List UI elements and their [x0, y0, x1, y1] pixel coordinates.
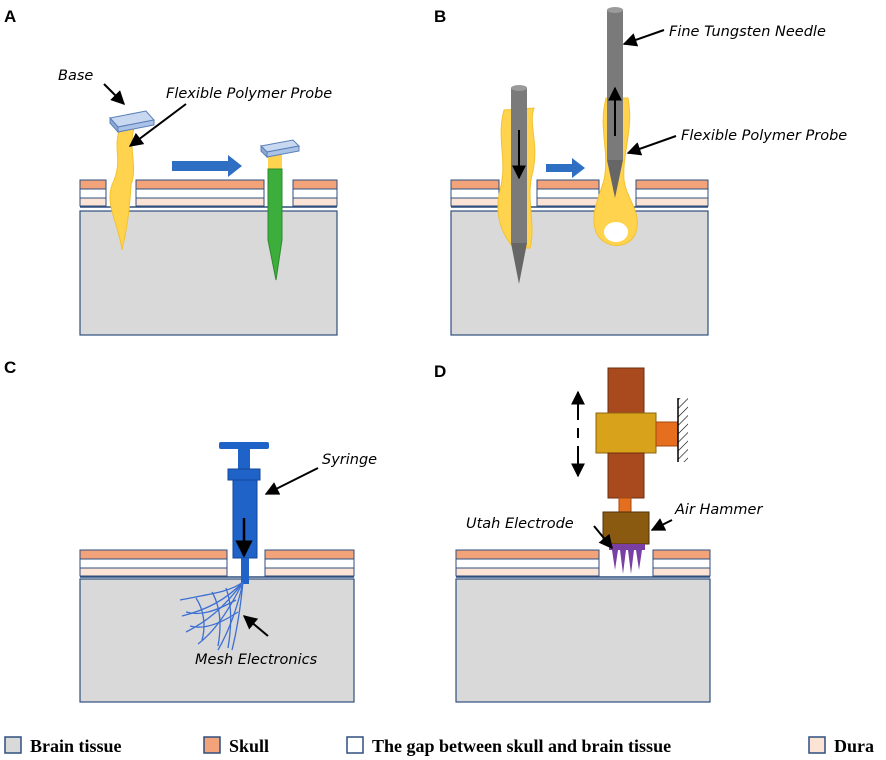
legend-item-dura: Dura — [808, 736, 874, 756]
brain-tissue — [455, 578, 711, 703]
brain-tissue — [79, 578, 355, 703]
air-hammer — [602, 511, 650, 545]
tungsten-needle — [511, 85, 527, 284]
gap-layer — [450, 188, 500, 199]
probe-label: Flexible Polymer Probe — [166, 86, 332, 102]
gap-layer — [652, 558, 711, 569]
panel-c: C — [4, 358, 377, 703]
mesh-callout-line — [242, 615, 269, 637]
utah-label: Utah Electrode — [466, 516, 574, 532]
gap-layer — [292, 188, 338, 199]
legend-label: The gap between skull and brain tissue — [372, 736, 671, 756]
panel-b: B — [434, 7, 847, 336]
panel-d-tissue — [455, 549, 711, 703]
needle-label: Fine Tungsten Needle — [669, 24, 826, 40]
brain-tissue — [450, 210, 709, 336]
legend-swatch — [4, 736, 22, 754]
dura-layer — [79, 197, 107, 207]
gap-layer — [635, 188, 709, 199]
panel-c-letter: C — [4, 358, 16, 377]
panel-a-letter: A — [4, 7, 16, 26]
process-arrow — [546, 158, 585, 178]
dura-layer — [455, 567, 600, 577]
probe-label: Flexible Polymer Probe — [681, 128, 847, 144]
skull-layer — [652, 549, 711, 560]
dura-layer — [635, 197, 709, 207]
panel-c-tissue — [79, 549, 355, 703]
tungsten-needle-withdrawn — [607, 7, 623, 198]
base-callout-line — [103, 83, 125, 105]
skull-layer — [79, 179, 107, 190]
skull-layer — [635, 179, 709, 190]
legend-item-gap: The gap between skull and brain tissue — [346, 736, 671, 756]
panel-a-tissue — [79, 179, 338, 336]
legend-item-skull: Skull — [203, 736, 269, 756]
needle-callout-line — [622, 29, 665, 47]
panel-a: A — [4, 7, 338, 336]
gap-layer — [79, 558, 228, 569]
probe-callout-line — [626, 135, 677, 156]
dura-layer — [450, 197, 500, 207]
legend-swatch — [346, 736, 364, 754]
base-block — [109, 110, 155, 134]
legend-swatch — [203, 736, 221, 754]
legend-label: Dura — [834, 736, 874, 756]
dura-layer — [292, 197, 338, 207]
wall-hatch — [678, 398, 688, 462]
dura-layer — [652, 567, 711, 577]
gap-layer — [455, 558, 600, 569]
legend: Brain tissue Skull The gap between skull… — [4, 736, 874, 756]
panel-d-letter: D — [434, 362, 446, 381]
utah-electrode — [609, 544, 645, 574]
panel-d: D — [434, 362, 763, 703]
gap-layer — [79, 188, 107, 199]
utah-callout-line — [593, 525, 613, 550]
dura-layer — [264, 567, 355, 577]
skull-layer — [536, 179, 600, 190]
skull-layer — [135, 179, 265, 190]
syringe-label: Syringe — [322, 452, 377, 468]
dura-layer — [135, 197, 265, 207]
gap-layer — [264, 558, 355, 569]
gap-layer — [135, 188, 265, 199]
panel-b-tissue — [450, 179, 709, 336]
air-hammer-assembly — [595, 367, 688, 545]
syringe-callout-line — [264, 467, 319, 495]
legend-label: Brain tissue — [30, 736, 122, 756]
flexible-probe — [109, 127, 135, 251]
process-arrow — [172, 155, 242, 177]
skull-layer — [79, 549, 228, 560]
base-label: Base — [58, 68, 93, 84]
legend-item-brain-tissue: Brain tissue — [4, 736, 122, 756]
air-hammer-label: Air Hammer — [674, 502, 763, 518]
skull-layer — [264, 549, 355, 560]
inserted-probe — [259, 139, 301, 281]
panel-b-letter: B — [434, 7, 446, 26]
legend-label: Skull — [229, 736, 269, 756]
probe-callout-line — [128, 103, 187, 147]
legend-swatch — [808, 736, 826, 754]
skull-layer — [450, 179, 500, 190]
dura-layer — [536, 197, 600, 207]
mesh-electronics — [179, 581, 244, 651]
gap-layer — [536, 188, 600, 199]
air-hammer-callout-line — [650, 518, 673, 531]
mesh-label: Mesh Electronics — [195, 652, 318, 668]
skull-layer — [455, 549, 600, 560]
skull-layer — [292, 179, 338, 190]
dura-layer — [79, 567, 228, 577]
